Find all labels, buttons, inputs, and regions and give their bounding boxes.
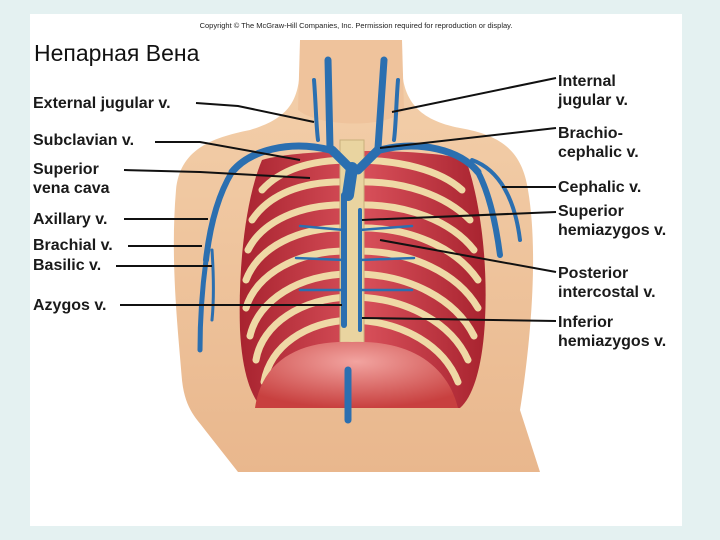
- axillary-left: [203, 169, 235, 263]
- subclavian-left: [228, 142, 334, 176]
- label-internal-jugular-line2: jugular v.: [558, 92, 628, 109]
- leader-lines: [116, 77, 557, 322]
- internal-jugular-right: [374, 56, 388, 152]
- posterior-intercostals: [294, 224, 416, 292]
- label-internal-jugular: Internal jugular v.: [558, 72, 628, 110]
- label-azygos: Azygos v.: [33, 297, 107, 314]
- label-brachiocephalic-line2: cephalic v.: [558, 144, 639, 161]
- label-superior-hemiazygos-line1: Superior: [558, 203, 624, 220]
- internal-jugular-left: [324, 56, 334, 152]
- label-posterior-intercostal: Posterior intercostal v.: [558, 264, 656, 302]
- cephalic-right: [470, 158, 522, 242]
- diaphragm: [255, 341, 458, 408]
- axillary-right: [475, 169, 503, 258]
- label-superior-vena-cava: Superior vena cava: [33, 160, 110, 198]
- label-posterior-intercostal-line2: intercostal v.: [558, 284, 656, 301]
- copyright-notice: Copyright © The McGraw-Hill Companies, I…: [199, 21, 513, 30]
- label-external-jugular: External jugular v.: [33, 95, 171, 112]
- external-jugular-right: [392, 78, 400, 142]
- label-axillary: Axillary v.: [33, 211, 108, 228]
- label-cephalic: Cephalic v.: [558, 179, 642, 196]
- slide-title: Непарная Вена: [34, 40, 200, 66]
- label-brachiocephalic: Brachio- cephalic v.: [558, 124, 639, 162]
- veins: [197, 56, 522, 424]
- label-inferior-hemiazygos: Inferior hemiazygos v.: [558, 313, 666, 351]
- superior-vena-cava: [342, 162, 358, 201]
- label-basilic: Basilic v.: [33, 257, 102, 274]
- label-posterior-intercostal-line1: Posterior: [558, 265, 629, 282]
- label-superior-hemiazygos: Superior hemiazygos v.: [558, 202, 666, 240]
- label-brachiocephalic-line1: Brachio-: [558, 125, 623, 142]
- label-superior-vena-cava-line2: vena cava: [33, 180, 110, 197]
- brachiocephalic-right: [353, 145, 383, 175]
- label-subclavian: Subclavian v.: [33, 132, 135, 149]
- label-brachial: Brachial v.: [33, 237, 113, 254]
- label-superior-hemiazygos-line2: hemiazygos v.: [558, 222, 667, 239]
- external-jugular-left: [312, 78, 320, 142]
- label-inferior-hemiazygos-line1: Inferior: [558, 314, 614, 331]
- label-inferior-hemiazygos-line2: hemiazygos v.: [558, 333, 667, 350]
- basilic-left: [210, 248, 215, 322]
- label-internal-jugular-line1: Internal: [558, 73, 616, 90]
- label-superior-vena-cava-line1: Superior: [33, 161, 99, 178]
- neck: [298, 40, 404, 124]
